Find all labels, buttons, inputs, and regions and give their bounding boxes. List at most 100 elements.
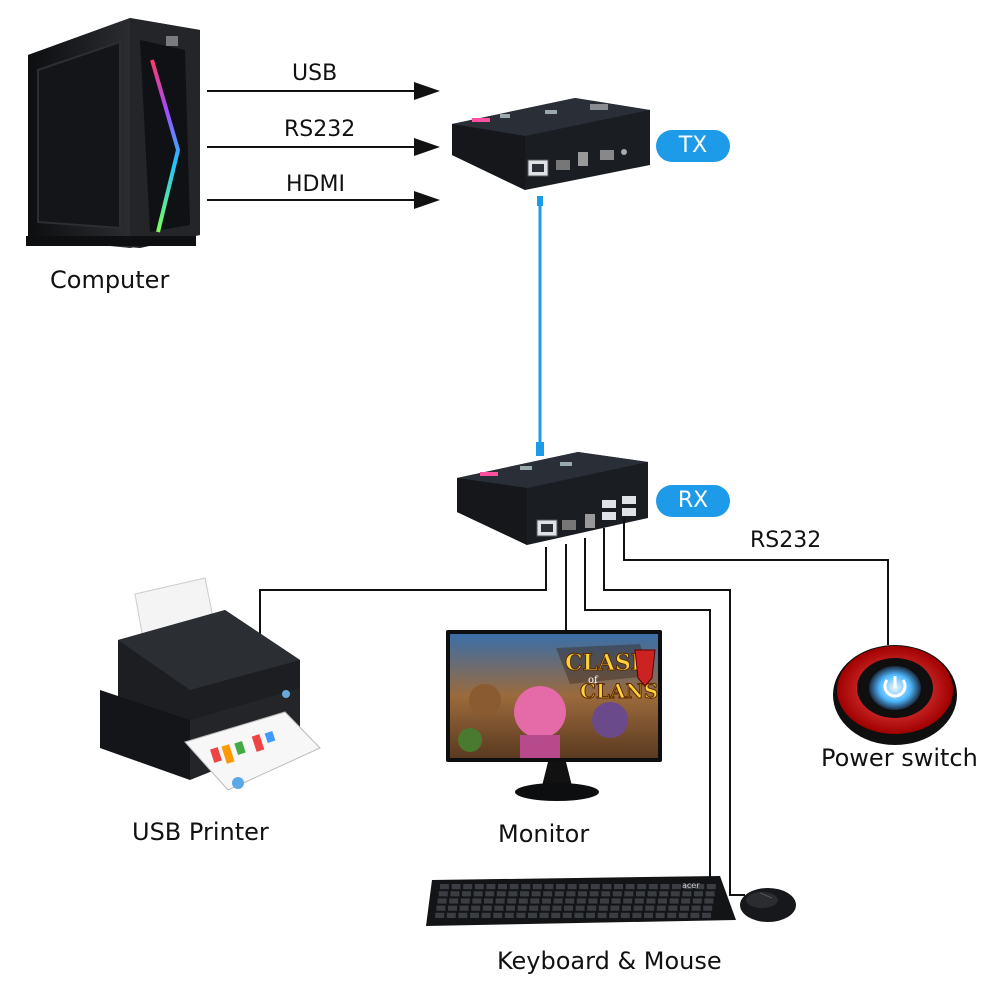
keyboard-key xyxy=(449,898,459,904)
keyboard-key xyxy=(544,884,554,890)
keyboard-key xyxy=(678,912,688,918)
keyboard-key xyxy=(435,912,445,918)
keyboard-key xyxy=(539,912,549,918)
keyboard-key xyxy=(660,884,670,890)
hdmi-label: HDMI xyxy=(286,172,345,197)
keyboard-key xyxy=(531,891,541,897)
keyboard-key xyxy=(463,884,473,890)
keyboard-key xyxy=(472,898,482,904)
keyboard-key xyxy=(551,912,561,918)
keyboard-key xyxy=(553,898,563,904)
keyboard-key xyxy=(690,912,700,918)
keyboard-key xyxy=(601,891,611,897)
keyboard-key xyxy=(521,884,531,890)
usb-label: USB xyxy=(292,61,338,86)
keyboard-key xyxy=(703,905,713,911)
keyboard-key xyxy=(597,912,607,918)
keyboard-wire xyxy=(584,538,711,880)
computer-label: Computer xyxy=(50,266,170,294)
keyboard-key xyxy=(648,884,658,890)
keyboard-key xyxy=(680,905,689,911)
keyboard-key xyxy=(556,884,565,890)
keyboard-key xyxy=(516,912,526,918)
keyboard-key xyxy=(460,898,470,904)
keyboard-key xyxy=(600,898,609,904)
keyboard-key xyxy=(494,905,504,911)
keyboard-key xyxy=(542,898,551,904)
keyboard-key xyxy=(620,912,630,918)
rx-extender-device xyxy=(457,452,648,545)
rs232-output-label: RS232 xyxy=(750,528,822,553)
keyboard-key xyxy=(462,891,471,897)
keyboard-key xyxy=(446,912,456,918)
keyboard-key xyxy=(567,884,577,890)
keyboard-key xyxy=(458,912,468,918)
keyboard-key xyxy=(589,891,599,897)
keyboard-key xyxy=(520,891,529,897)
network-cable xyxy=(536,196,544,456)
keyboard-key xyxy=(552,905,562,911)
keyboard-key xyxy=(459,905,469,911)
keyboard-key xyxy=(587,905,597,911)
keyboard-key xyxy=(578,891,587,897)
keyboard-key xyxy=(575,905,585,911)
keyboard-key xyxy=(672,884,681,890)
keyboard-key xyxy=(668,905,678,911)
keyboard-key xyxy=(670,891,680,897)
mouse-icon xyxy=(740,888,796,922)
keyboard-brand: acer xyxy=(682,881,700,890)
keyboard-key xyxy=(602,884,612,890)
keyboard-key xyxy=(451,884,461,890)
keyboard-key xyxy=(702,912,711,918)
keyboard-key xyxy=(509,884,519,890)
keyboard-key xyxy=(609,912,619,918)
keyboard-key xyxy=(637,884,647,890)
keyboard-key xyxy=(636,891,645,897)
keyboard-key xyxy=(625,884,635,890)
keyboard-key xyxy=(450,891,460,897)
hdmi-arrow xyxy=(207,191,440,209)
usb-arrow xyxy=(207,82,440,100)
tx-badge: TX xyxy=(656,130,730,162)
keyboard-key xyxy=(493,912,503,918)
keyboard-key xyxy=(624,891,634,897)
keyboard-key xyxy=(474,884,484,890)
keyboard-key xyxy=(481,912,491,918)
keyboard-key xyxy=(530,898,540,904)
keyboard-key xyxy=(646,898,656,904)
keyboard-key xyxy=(438,891,448,897)
keyboard-key xyxy=(485,891,495,897)
power-switch-label: Power switch xyxy=(821,744,978,772)
keyboard-key xyxy=(540,905,550,911)
usb-printer-label: USB Printer xyxy=(132,818,269,846)
keyboard-key xyxy=(496,891,506,897)
keyboard-key xyxy=(543,891,553,897)
keyboard-key xyxy=(564,905,573,911)
clash-logo-of: of xyxy=(588,675,599,686)
keyboard-key xyxy=(440,884,449,890)
keyboard-key xyxy=(486,884,496,890)
keyboard-key xyxy=(504,912,514,918)
keyboard-key xyxy=(448,905,457,911)
keyboard-key xyxy=(645,905,655,911)
keyboard-key xyxy=(614,884,623,890)
usb-printer-icon xyxy=(100,577,321,791)
keyboard-icon: acer xyxy=(426,876,736,926)
keyboard-key xyxy=(695,884,705,890)
power-switch-icon xyxy=(833,645,957,745)
keyboard-key xyxy=(623,898,633,904)
rx-badge: RX xyxy=(656,485,730,517)
keyboard-key xyxy=(634,898,644,904)
keyboard-key xyxy=(532,884,542,890)
keyboard-key xyxy=(705,891,715,897)
keyboard-key xyxy=(598,905,608,911)
keyboard-key xyxy=(498,884,507,890)
keyboard-key xyxy=(694,891,703,897)
keyboard-key xyxy=(565,898,575,904)
keyboard-mouse-label: Keyboard & Mouse xyxy=(497,947,722,975)
keyboard-key xyxy=(612,891,622,897)
keyboard-key xyxy=(655,912,665,918)
keyboard-key xyxy=(529,905,539,911)
keyboard-key xyxy=(528,912,537,918)
keyboard-key xyxy=(590,884,600,890)
